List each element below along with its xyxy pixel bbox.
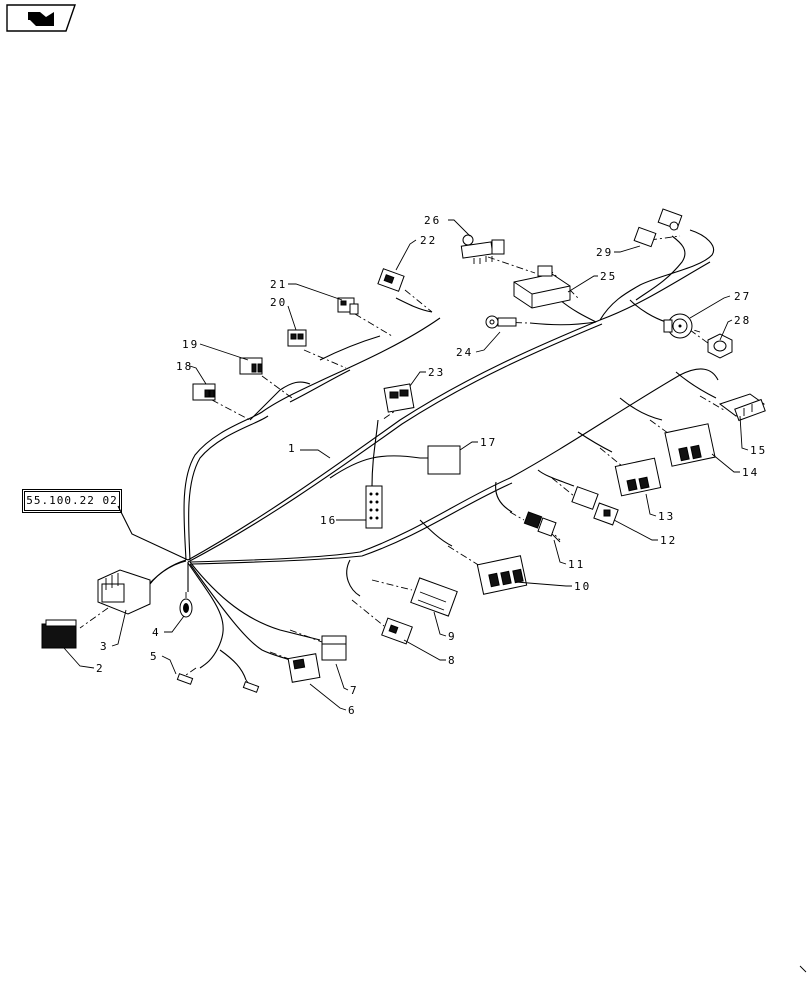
callout-25: 25 bbox=[600, 270, 617, 283]
reference-link[interactable]: 55.100.22 02 bbox=[22, 489, 122, 513]
explode-lines bbox=[79, 235, 725, 689]
round-connector-27 bbox=[663, 313, 693, 339]
terminal-5 bbox=[176, 673, 260, 693]
callout-10: 10 bbox=[574, 580, 591, 593]
callout-23: 23 bbox=[428, 366, 445, 379]
return-arrow-icon[interactable] bbox=[6, 4, 76, 32]
ring-terminal-24 bbox=[485, 315, 517, 329]
connector-2 bbox=[41, 619, 77, 649]
connector-13 bbox=[614, 457, 662, 497]
callout-17: 17 bbox=[480, 436, 497, 449]
connector-8 bbox=[381, 617, 413, 645]
callout-7: 7 bbox=[350, 684, 359, 697]
callout-28: 28 bbox=[734, 314, 751, 327]
callout-12: 12 bbox=[660, 534, 677, 547]
connector-parts bbox=[41, 208, 766, 693]
connector-12 bbox=[571, 486, 619, 526]
connector-14 bbox=[664, 423, 716, 467]
callout-11: 11 bbox=[568, 558, 585, 571]
label-tag-17 bbox=[427, 445, 461, 475]
connector-23 bbox=[383, 383, 415, 413]
connector-22 bbox=[377, 268, 405, 292]
callout-13: 13 bbox=[658, 510, 675, 523]
callout-19: 19 bbox=[182, 338, 199, 351]
connector-10 bbox=[476, 555, 528, 595]
callout-20: 20 bbox=[270, 296, 287, 309]
callout-6: 6 bbox=[348, 704, 357, 717]
module-25 bbox=[513, 265, 571, 309]
connector-9 bbox=[410, 577, 458, 617]
connector-20 bbox=[287, 329, 307, 347]
callout-leaders bbox=[63, 219, 807, 973]
callout-22: 22 bbox=[420, 234, 437, 247]
callout-24: 24 bbox=[456, 346, 473, 359]
callout-2: 2 bbox=[96, 662, 105, 675]
nut-28 bbox=[707, 333, 733, 359]
callout-labels: 1 2 3 4 5 6 7 8 9 10 11 12 13 14 15 16 1… bbox=[96, 214, 767, 717]
callout-14: 14 bbox=[742, 466, 759, 479]
connector-19 bbox=[239, 357, 263, 375]
grommet-4 bbox=[179, 598, 193, 618]
callout-4: 4 bbox=[152, 626, 161, 639]
connector-26 bbox=[460, 234, 505, 264]
connector-7 bbox=[321, 635, 347, 661]
connector-6 bbox=[287, 653, 321, 683]
callout-3: 3 bbox=[100, 640, 109, 653]
callout-9: 9 bbox=[448, 630, 457, 643]
wire-bundles bbox=[117, 229, 719, 681]
callout-18: 18 bbox=[176, 360, 193, 373]
callout-21: 21 bbox=[270, 278, 287, 291]
callout-1: 1 bbox=[288, 442, 297, 455]
fuse-block-16 bbox=[365, 485, 383, 529]
callout-27: 27 bbox=[734, 290, 751, 303]
connector-29 bbox=[633, 208, 683, 248]
callout-15: 15 bbox=[750, 444, 767, 457]
callout-5: 5 bbox=[150, 650, 159, 663]
connector-21 bbox=[337, 297, 359, 315]
callout-16: 16 bbox=[320, 514, 337, 527]
connector-18 bbox=[192, 383, 216, 401]
connector-11 bbox=[523, 511, 561, 543]
callout-29: 29 bbox=[596, 246, 613, 259]
callout-26: 26 bbox=[424, 214, 441, 227]
callout-8: 8 bbox=[448, 654, 457, 667]
connector-3 bbox=[97, 569, 151, 615]
connector-15 bbox=[718, 393, 766, 422]
